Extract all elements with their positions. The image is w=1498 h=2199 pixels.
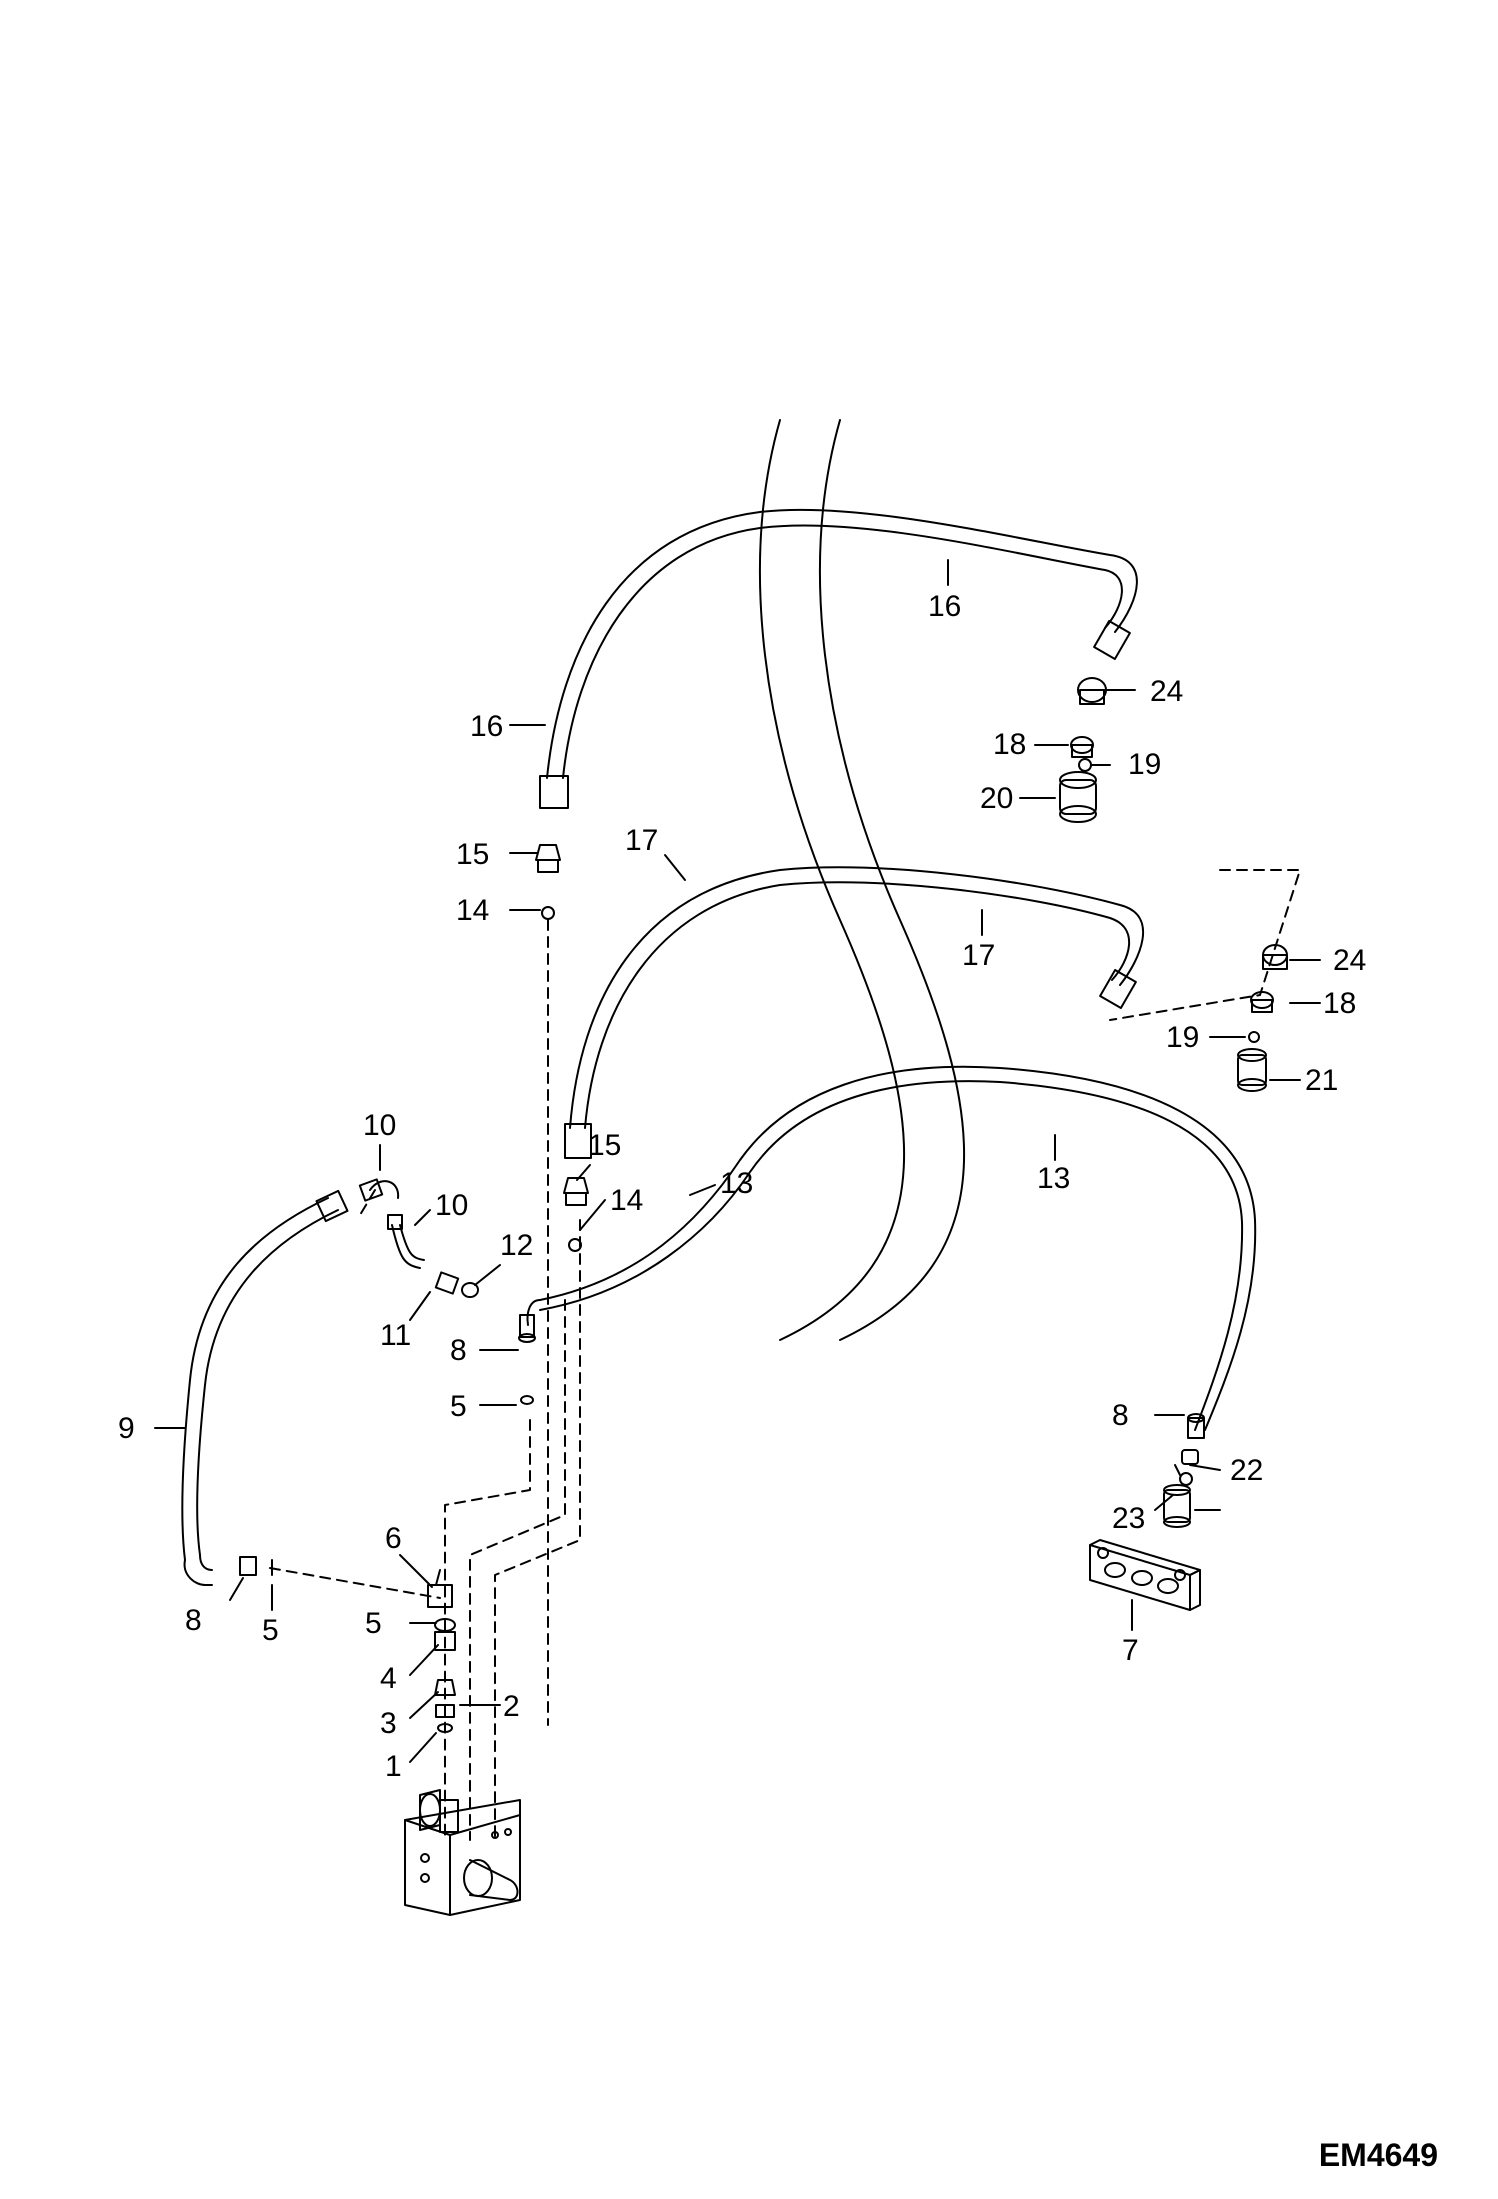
hose-13 [526, 1065, 1257, 1431]
hose-9 [181, 1189, 349, 1586]
fittings-upper-right [1059, 677, 1107, 823]
callout-13-right: 13 [1037, 1162, 1070, 1195]
callout-16-right: 16 [928, 590, 961, 623]
callout-17-right: 17 [962, 939, 995, 972]
hose-17 [564, 866, 1145, 1159]
callout-4: 4 [380, 1662, 397, 1695]
callout-9: 9 [118, 1412, 135, 1445]
callout-10-lower: 10 [435, 1189, 468, 1222]
callout-3: 3 [380, 1707, 397, 1740]
callout-18-upper: 18 [993, 728, 1026, 761]
callout-17-left: 17 [625, 824, 658, 857]
callout-14-upper: 14 [456, 894, 489, 927]
callout-10-upper: 10 [363, 1109, 396, 1142]
clamp-7 [1089, 1539, 1201, 1611]
callout-1: 1 [385, 1750, 402, 1783]
assembly-lines [269, 869, 1301, 1841]
callout-20: 20 [980, 782, 1013, 815]
callout-5-stack: 5 [365, 1607, 382, 1640]
callout-8-middle: 8 [450, 1334, 467, 1367]
boom-outline [759, 419, 966, 1341]
elbow-fittings-10-11-12 [358, 1178, 479, 1298]
callout-5-left: 5 [262, 1614, 279, 1647]
fittings-hose-9-end [239, 1556, 453, 1608]
callout-14-lower: 14 [610, 1184, 643, 1217]
valve-stack-fittings [434, 1618, 456, 1733]
valve-block [404, 1789, 521, 1916]
callout-5-middle: 5 [450, 1390, 467, 1423]
callout-22: 22 [1230, 1454, 1263, 1487]
callout-24-middle: 24 [1333, 944, 1366, 977]
callout-19-middle: 19 [1166, 1021, 1199, 1054]
callout-16-left: 16 [470, 710, 503, 743]
callout-8-left: 8 [185, 1604, 202, 1637]
callout-21: 21 [1305, 1064, 1338, 1097]
callout-2: 2 [503, 1690, 520, 1723]
callout-11: 11 [380, 1319, 411, 1352]
callout-15-lower: 15 [588, 1129, 621, 1162]
fittings-left-column [518, 844, 589, 1405]
fittings-lower-right [1163, 1413, 1205, 1528]
callout-13-left: 13 [720, 1167, 753, 1200]
hose-16 [539, 508, 1138, 809]
callout-19-upper: 19 [1128, 748, 1161, 781]
callout-15-upper: 15 [456, 838, 489, 871]
callout-8-right: 8 [1112, 1399, 1129, 1432]
document-id: EM4649 [1318, 2137, 1438, 2173]
callout-12: 12 [500, 1229, 533, 1262]
callout-7: 7 [1122, 1634, 1139, 1667]
callout-24-upper: 24 [1150, 675, 1183, 708]
fittings-middle-right [1237, 944, 1288, 1092]
leader-lines [154, 559, 1321, 1763]
callout-labels: 16 16 24 18 19 20 15 14 17 17 24 18 19 2… [118, 590, 1366, 1783]
callout-6: 6 [385, 1522, 402, 1555]
callout-23: 23 [1112, 1502, 1145, 1535]
callout-18-middle: 18 [1323, 987, 1356, 1020]
